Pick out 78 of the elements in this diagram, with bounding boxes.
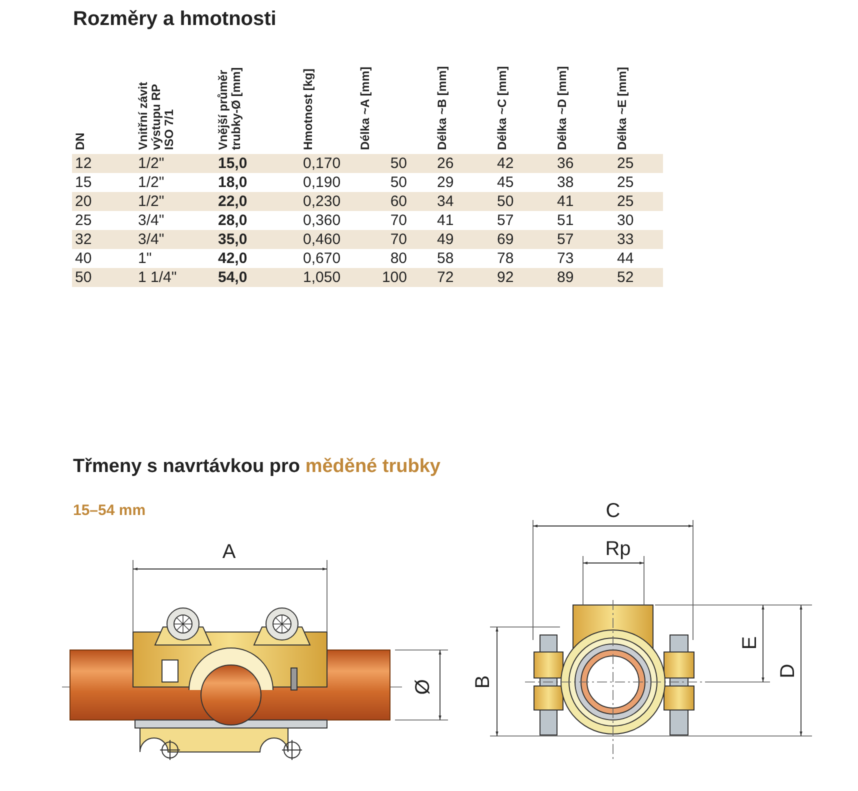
- table-cell: 0,460: [303, 230, 341, 249]
- column-header: Délka ~D [mm]: [556, 65, 569, 150]
- column-header: Vnější průměr trubky-Ø [mm]: [217, 66, 243, 150]
- table-cell: 38: [557, 173, 574, 192]
- table-cell: 70: [390, 211, 407, 230]
- table-cell: 26: [437, 154, 454, 173]
- table-cell: 28,0: [218, 211, 248, 230]
- table-cell: 25: [617, 192, 634, 211]
- table-cell: 92: [497, 268, 514, 287]
- table-cell: 1/2": [138, 154, 164, 173]
- table-cell: 50: [497, 192, 514, 211]
- section-heading-highlight: měděné trubky: [305, 456, 440, 477]
- table-cell: 1,050: [303, 268, 341, 287]
- section-heading: Třmeny s navrtávkou pro: [73, 456, 300, 477]
- table-cell: 18,0: [218, 173, 248, 192]
- table-cell: 50: [390, 154, 407, 173]
- table-cell: 80: [390, 249, 407, 268]
- table-cell: 50: [75, 268, 92, 287]
- table-cell: 30: [617, 211, 634, 230]
- table-cell: 1/2": [138, 173, 164, 192]
- table-cell: 44: [617, 249, 634, 268]
- size-range: 15–54 mm: [73, 502, 146, 519]
- table-cell: 69: [497, 230, 514, 249]
- table-cell: 25: [617, 154, 634, 173]
- column-header: Délka ~A [mm]: [359, 66, 372, 150]
- column-header: Vnitřní závit výstupu RP ISO 7/1: [137, 80, 176, 150]
- column-header: Hmotnost [kg]: [302, 68, 315, 150]
- table-cell: 42,0: [218, 249, 248, 268]
- table-cell: 41: [437, 211, 454, 230]
- table-cell: 29: [437, 173, 454, 192]
- table-cell: 15: [75, 173, 92, 192]
- table-cell: 12: [75, 154, 92, 173]
- table-cell: 60: [390, 192, 407, 211]
- table-cell: 32: [75, 230, 92, 249]
- table-cell: 0,170: [303, 154, 341, 173]
- table-cell: 25: [617, 173, 634, 192]
- column-header: DN: [74, 132, 87, 150]
- column-header: Délka ~E [mm]: [616, 66, 629, 150]
- table-cell: 57: [557, 230, 574, 249]
- table-cell: 40: [75, 249, 92, 268]
- table-cell: 3/4": [138, 230, 164, 249]
- table-cell: 0,360: [303, 211, 341, 230]
- column-header: Délka ~B [mm]: [436, 65, 449, 150]
- table-cell: 72: [437, 268, 454, 287]
- table-cell: 57: [497, 211, 514, 230]
- table-cell: 52: [617, 268, 634, 287]
- table-cell: 89: [557, 268, 574, 287]
- table-cell: 50: [390, 173, 407, 192]
- table-cell: 15,0: [218, 154, 248, 173]
- section-heading: Rozměry a hmotnosti: [73, 8, 276, 31]
- table-cell: 1": [138, 249, 152, 268]
- table-cell: 45: [497, 173, 514, 192]
- table-cell: 1/2": [138, 192, 164, 211]
- table-cell: 54,0: [218, 268, 248, 287]
- dimension-label: Rp: [604, 539, 632, 559]
- table-cell: 25: [75, 211, 92, 230]
- table-cell: 0,230: [303, 192, 341, 211]
- table-cell: 41: [557, 192, 574, 211]
- column-header: Délka ~C [mm]: [496, 65, 509, 150]
- table-cell: 33: [617, 230, 634, 249]
- table-cell: 100: [382, 268, 407, 287]
- table-cell: 20: [75, 192, 92, 211]
- table-cell: 0,190: [303, 173, 341, 192]
- table-cell: 58: [437, 249, 454, 268]
- table-cell: 35,0: [218, 230, 248, 249]
- table-cell: 49: [437, 230, 454, 249]
- table-cell: 51: [557, 211, 574, 230]
- table-cell: 0,670: [303, 249, 341, 268]
- table-cell: 36: [557, 154, 574, 173]
- table-cell: 3/4": [138, 211, 164, 230]
- table-cell: 1 1/4": [138, 268, 177, 287]
- table-cell: 73: [557, 249, 574, 268]
- table-cell: 22,0: [218, 192, 248, 211]
- table-cell: 42: [497, 154, 514, 173]
- table-cell: 70: [390, 230, 407, 249]
- table-cell: 78: [497, 249, 514, 268]
- dimension-label: Ø: [413, 678, 433, 696]
- table-cell: 34: [437, 192, 454, 211]
